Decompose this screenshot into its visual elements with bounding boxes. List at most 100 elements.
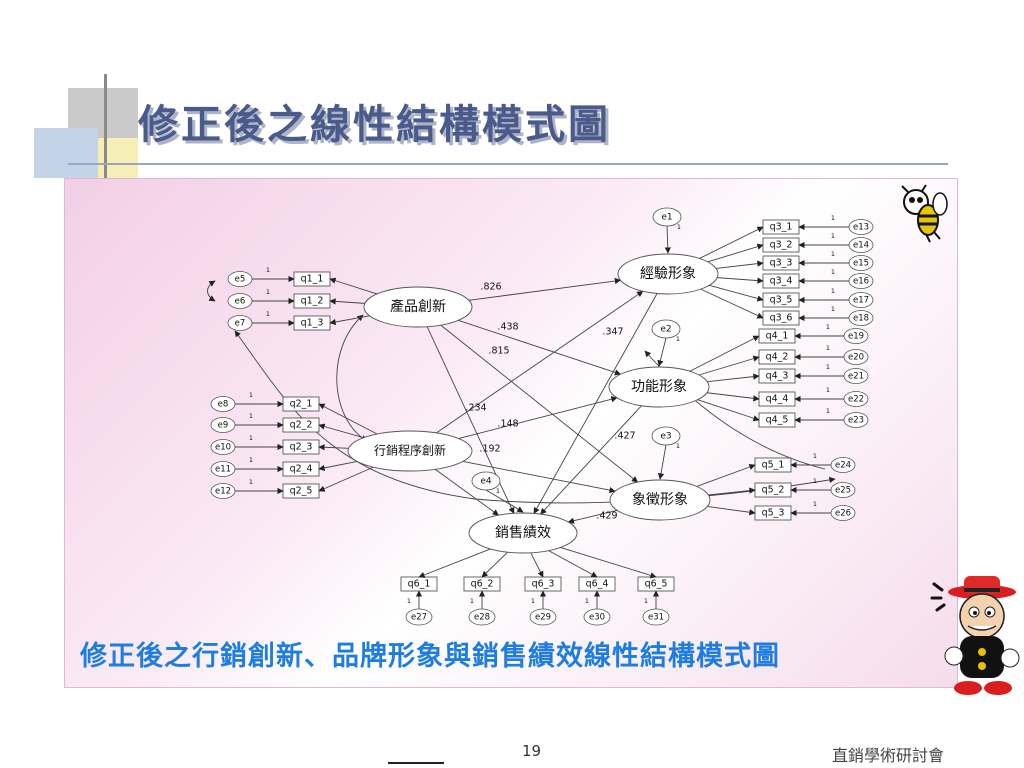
error-label: e15: [853, 259, 869, 269]
fixed-path-label: 1: [676, 442, 680, 450]
fixed-path-label: 1: [831, 305, 835, 313]
indicator-label: q1_1: [301, 274, 324, 285]
disturbance-path-e3: [657, 444, 667, 480]
fixed-path-label: 1: [644, 597, 648, 605]
error-label: e10: [215, 443, 231, 453]
error-label: e24: [835, 461, 851, 471]
loading-q5_3: [707, 506, 756, 516]
indicator-label: q3_3: [770, 258, 793, 269]
loading-q4_4: [706, 392, 760, 402]
disturbance-path-e2: [657, 337, 667, 367]
loading-q2_1: [318, 403, 378, 435]
sem-path-diagram: .826.438.815.234.148.192.347.427.429e11e…: [207, 207, 874, 626]
error-label: e9: [218, 421, 229, 431]
error-label: e19: [848, 332, 864, 342]
fixed-path-label: 1: [531, 597, 535, 605]
error-label: e29: [535, 613, 551, 623]
error-label: e14: [853, 241, 869, 251]
loading-q6_3: [530, 552, 544, 578]
error-label: e27: [411, 613, 427, 623]
error-label: e6: [235, 297, 246, 307]
loading-q3_4: [717, 277, 764, 284]
indicator-label: q6_4: [586, 579, 609, 590]
fixed-path-label: 1: [470, 597, 474, 605]
loading-q1_3: [329, 315, 370, 326]
path-coefficient-label: .815: [488, 346, 509, 357]
path-coefficient-label: .192: [479, 444, 500, 455]
error-label: e20: [848, 353, 864, 363]
fixed-path-label: 1: [826, 363, 830, 371]
fixed-path-label: 1: [249, 478, 253, 486]
loading-q4_3: [707, 373, 760, 383]
fixed-path-label: 1: [496, 487, 500, 495]
indicator-label: q3_2: [770, 240, 793, 251]
indicator-label: q4_4: [766, 394, 789, 405]
latent-label: 經驗形象: [640, 266, 696, 282]
error-label: e16: [853, 277, 869, 287]
error-label: e25: [835, 486, 851, 496]
covariance-L1-L2: [336, 314, 368, 442]
disturbance-label: e1: [661, 213, 672, 223]
footer-conference-name: 直銷學術研討會: [832, 746, 945, 765]
loading-q5_1: [696, 464, 756, 487]
path-coefficient-label: .427: [614, 431, 635, 442]
error-label: e5: [235, 275, 246, 285]
loading-q6_4: [548, 550, 598, 578]
latent-label: 產品創新: [390, 298, 446, 315]
fixed-path-label: 1: [826, 323, 830, 331]
indicator-label: q2_3: [290, 442, 313, 453]
error-label: e12: [215, 487, 231, 497]
latent-label: 象徵形象: [632, 492, 688, 508]
error-label: e23: [848, 416, 864, 426]
fixed-path-label: 1: [249, 434, 253, 442]
indicator-label: q4_3: [766, 371, 789, 382]
error-label: e30: [589, 613, 605, 623]
fixed-path-label: 1: [676, 335, 680, 343]
latent-L3: [617, 253, 719, 295]
loading-q4_5: [697, 399, 760, 422]
error-label: e17: [853, 296, 869, 306]
indicator-label: q3_1: [770, 222, 793, 233]
page-number: 19: [522, 742, 542, 760]
indicator-label: q6_1: [408, 579, 431, 590]
disturbance-path-e1: [664, 225, 671, 254]
path-L5-L6: [567, 509, 618, 524]
latent-L1: [363, 286, 473, 328]
footer-underline: [388, 762, 444, 764]
fixed-path-label: 1: [585, 597, 589, 605]
latent-L2: [347, 430, 473, 472]
disturbance-path-e4: [485, 489, 524, 513]
error-covariance-e7-e25: [234, 330, 836, 504]
indicator-label: q4_2: [766, 352, 789, 363]
fixed-path-label: 1: [677, 223, 681, 231]
path-coefficient-label: .429: [596, 511, 617, 522]
indicator-label: q5_1: [762, 460, 785, 471]
slide-title: 修正後之線性結構模式圖: [138, 101, 611, 148]
loading-q2_2: [318, 423, 364, 439]
fixed-path-label: 1: [249, 412, 253, 420]
loading-q2_3: [318, 444, 349, 451]
indicator-label: q5_2: [762, 485, 785, 496]
error-label: e18: [853, 314, 869, 324]
fixed-path-label: 1: [826, 407, 830, 415]
indicator-label: q3_4: [770, 276, 793, 287]
indicator-label: q3_6: [770, 313, 793, 324]
latent-L4: [608, 366, 710, 408]
fixed-path-label: 1: [831, 287, 835, 295]
indicator-label: q2_2: [290, 420, 313, 431]
path-coefficient-label: .234: [465, 403, 486, 414]
diagram-caption: 修正後之行銷創新、品牌形象與銷售績效線性結構模式圖: [80, 641, 780, 672]
fixed-path-label: 1: [266, 266, 270, 274]
title-underline: [68, 163, 948, 165]
fixed-path-label: 1: [831, 232, 835, 240]
bee-icon: [901, 184, 948, 243]
latent-label: 行銷程序創新: [374, 443, 446, 458]
loading-q6_5: [560, 546, 657, 579]
mascot-icon: [930, 576, 1020, 695]
loading-q3_3: [715, 260, 764, 269]
loading-q3_1: [699, 226, 764, 259]
latent-label: 功能形象: [631, 379, 687, 395]
path-coefficient-label: .826: [480, 282, 501, 293]
fixed-path-label: 1: [249, 391, 253, 399]
indicator-label: q5_3: [762, 508, 785, 519]
